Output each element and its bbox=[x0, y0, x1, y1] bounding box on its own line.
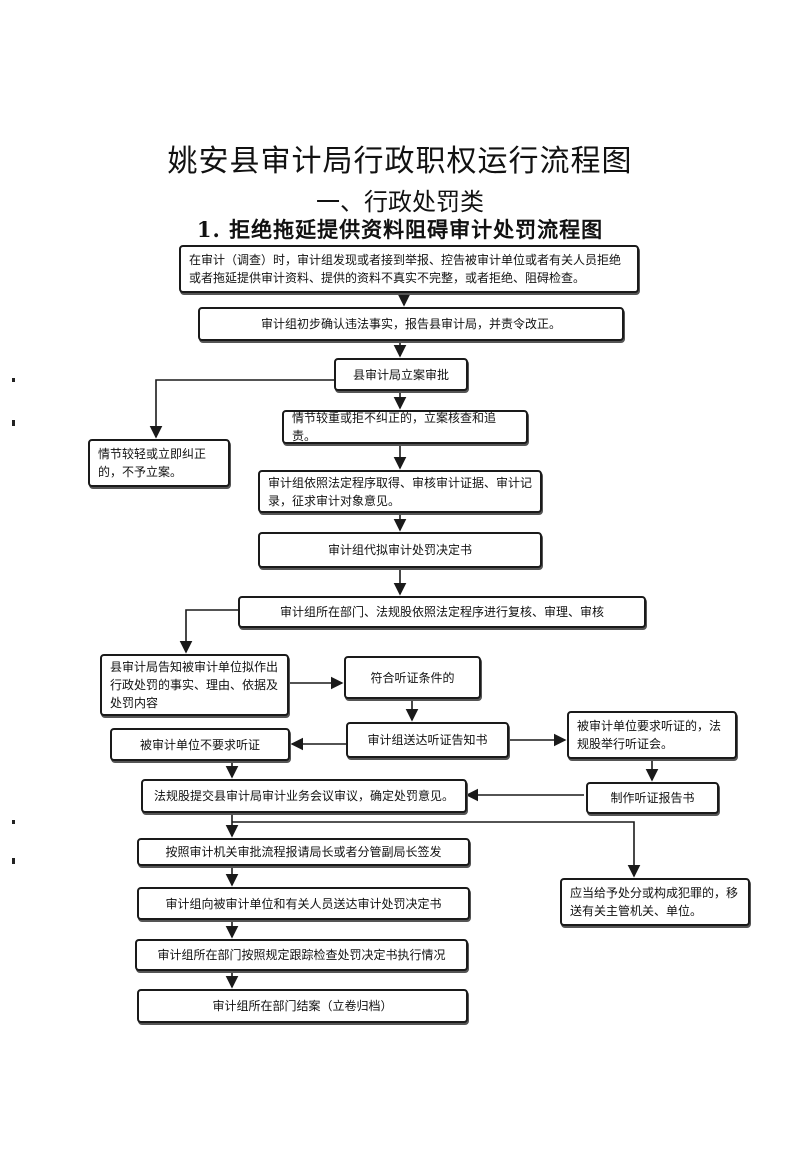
node-draft-decision: 审计组代拟审计处罚决定书 bbox=[258, 532, 542, 568]
node-deliver-decision: 审计组向被审计单位和有关人员送达审计处罚决定书 bbox=[137, 887, 470, 920]
node-review: 审计组所在部门、法规股依照法定程序进行复核、审理、审核 bbox=[238, 596, 646, 628]
page-title: 姚安县审计局行政职权运行流程图 bbox=[167, 144, 633, 179]
scan-mark-1 bbox=[12, 378, 15, 382]
node-discover-obstruction: 在审计（调查）时，审计组发现或者接到举报、控告被审计单位或者有关人员拒绝或者拖延… bbox=[179, 245, 639, 293]
node-hearing-report: 制作听证报告书 bbox=[586, 782, 719, 814]
node-close-case: 审计组所在部门结案（立卷归档） bbox=[137, 989, 468, 1023]
arrow-8-9 bbox=[179, 609, 238, 654]
node-no-hearing: 被审计单位不要求听证 bbox=[110, 728, 290, 761]
node-sign-off: 按照审计机关审批流程报请局长或者分管副局长签发 bbox=[137, 838, 470, 866]
arrow-14-18 bbox=[232, 821, 641, 878]
node-hearing-eligible: 符合听证条件的 bbox=[344, 656, 481, 699]
scan-mark-3 bbox=[12, 820, 15, 824]
node-deliver-hearing-notice: 审计组送达听证告知书 bbox=[346, 722, 509, 758]
scan-mark-2 bbox=[12, 420, 15, 426]
section-title: 1. 拒绝拖延提供资料阻碍审计处罚流程图 bbox=[196, 217, 604, 242]
node-confirm-violation: 审计组初步确认违法事实，报告县审计局，并责令改正。 bbox=[198, 307, 624, 341]
node-case-approval: 县审计局立案审批 bbox=[334, 358, 468, 391]
node-transfer-authority: 应当给予处分或构成犯罪的，移送有关主管机关、单位。 bbox=[560, 878, 750, 926]
node-business-meeting: 法规股提交县审计局审计业务会议审议，确定处罚意见。 bbox=[141, 779, 467, 813]
scan-mark-4 bbox=[12, 858, 15, 864]
node-notify-penalty: 县审计局告知被审计单位拟作出行政处罚的事实、理由、依据及处罚内容 bbox=[100, 654, 289, 716]
arrow-3-5 bbox=[149, 379, 334, 439]
node-track-execution: 审计组所在部门按照规定跟踪检查处罚决定书执行情况 bbox=[135, 939, 468, 971]
node-hearing-requested: 被审计单位要求听证的，法规股举行听证会。 bbox=[567, 711, 737, 759]
node-minor-case: 情节较轻或立即纠正的，不予立案。 bbox=[88, 439, 230, 487]
node-gather-evidence: 审计组依照法定程序取得、审核审计证据、审计记录，征求审计对象意见。 bbox=[258, 470, 542, 513]
category-title: 一、行政处罚类 bbox=[316, 188, 484, 216]
node-serious-case: 情节较重或拒不纠正的，立案核查和追责。 bbox=[282, 410, 528, 444]
